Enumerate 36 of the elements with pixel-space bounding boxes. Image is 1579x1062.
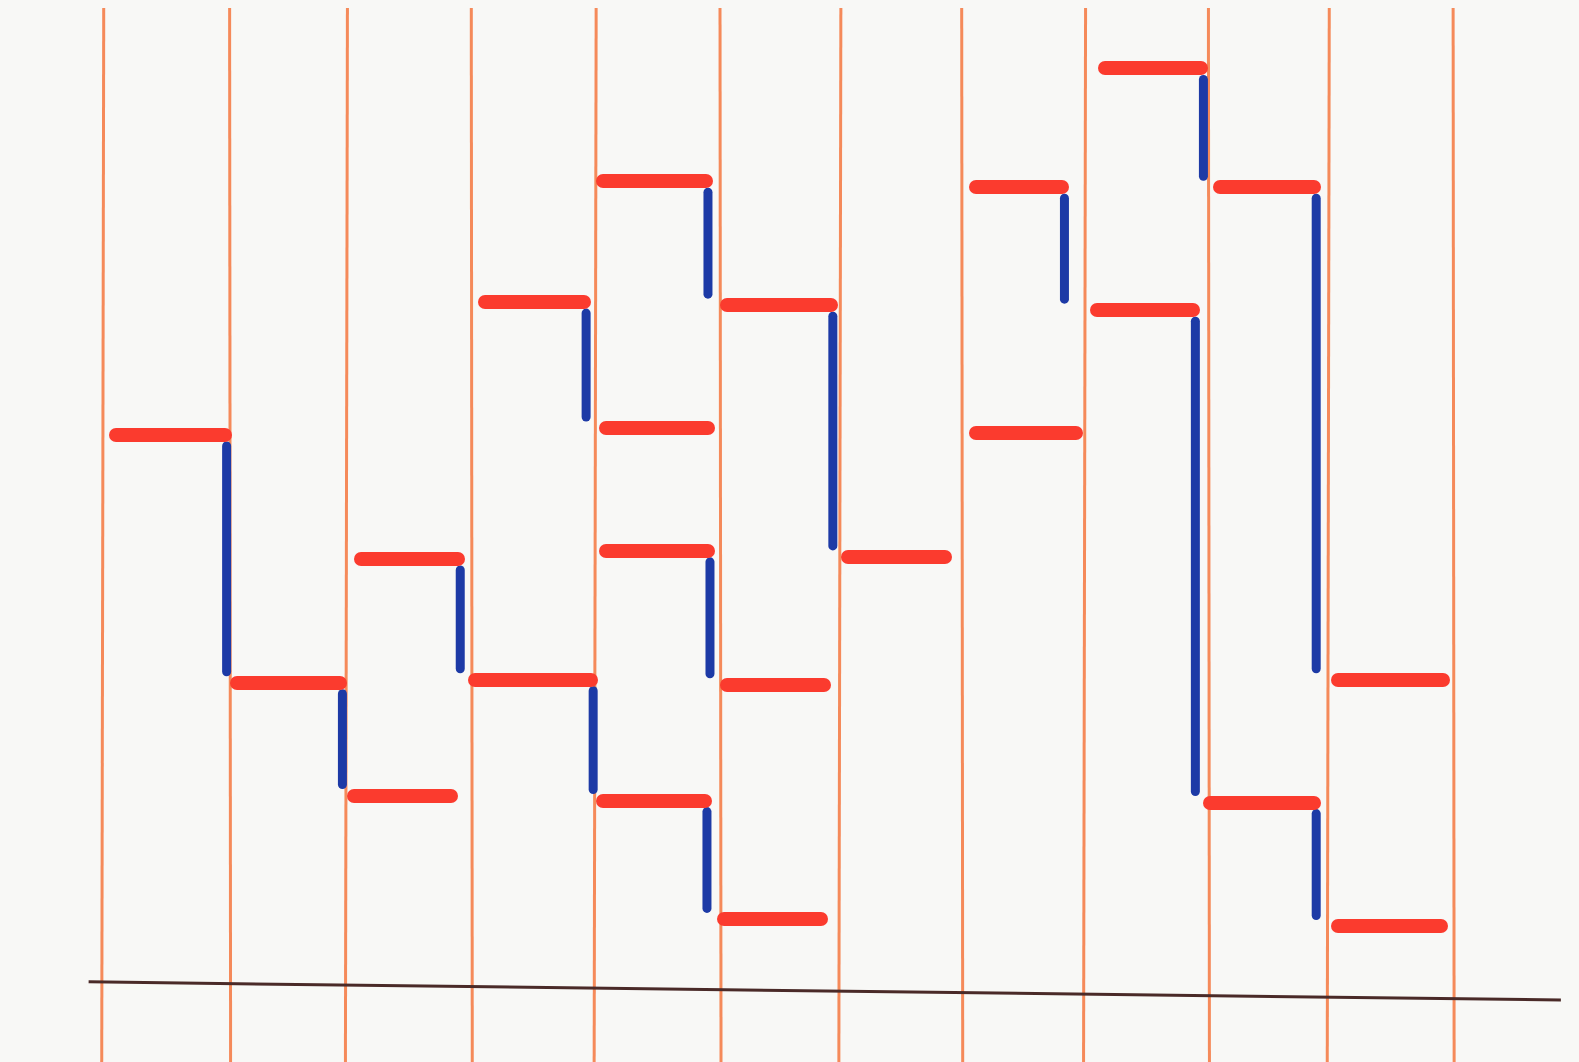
connector-line — [455, 565, 465, 674]
connector-line — [1190, 316, 1200, 797]
horizontal-bar — [354, 551, 466, 566]
horizontal-bar — [347, 788, 459, 803]
horizontal-bar — [229, 675, 348, 690]
horizontal-bar — [1097, 61, 1209, 76]
connector-line — [1059, 193, 1069, 304]
horizontal-bar — [596, 793, 712, 808]
horizontal-bar — [1331, 919, 1449, 934]
horizontal-bar — [717, 912, 828, 927]
horizontal-bar — [720, 677, 831, 692]
connector-line — [581, 308, 591, 422]
horizontal-bar — [478, 295, 592, 310]
connector-line — [828, 311, 838, 551]
horizontal-bar — [108, 428, 232, 442]
horizontal-bar — [599, 543, 715, 558]
connector-line — [703, 187, 713, 299]
horizontal-bar — [968, 180, 1070, 195]
connector-line — [1311, 193, 1321, 674]
horizontal-bar — [720, 298, 838, 313]
horizontal-bar — [468, 672, 599, 687]
connector-line — [705, 557, 715, 679]
horizontal-bar — [1089, 303, 1201, 318]
horizontal-bar — [596, 174, 713, 189]
horizontal-bar — [968, 426, 1083, 440]
connector-line — [1311, 809, 1321, 920]
horizontal-bar — [599, 420, 715, 435]
connector-line — [588, 686, 598, 795]
horizontal-bar — [840, 549, 952, 564]
connector-line — [337, 689, 347, 790]
connector-line — [702, 807, 712, 913]
connector-line — [1198, 75, 1208, 181]
horizontal-bar — [1203, 795, 1322, 810]
connector-line — [222, 441, 232, 677]
horizontal-bar — [1331, 672, 1451, 687]
horizontal-bar — [1213, 180, 1322, 195]
